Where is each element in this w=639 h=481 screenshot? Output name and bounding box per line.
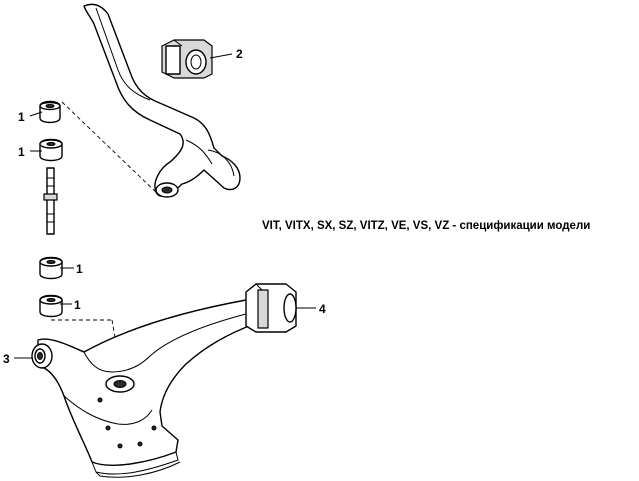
callout-bushing-top-1: 1 xyxy=(18,110,25,124)
stabilizer-bushing xyxy=(161,39,213,79)
callout-arm-rear-bushing: 4 xyxy=(319,302,326,316)
callout-bushing-top-2: 1 xyxy=(18,145,25,159)
stabilizer-link xyxy=(39,100,63,318)
arm-front-bushing xyxy=(31,343,53,369)
stabilizer-bar xyxy=(83,3,241,198)
callout-stabilizer-bushing: 2 xyxy=(236,47,243,61)
callout-bushing-bottom-2: 1 xyxy=(74,298,81,312)
leader-lines xyxy=(14,53,316,359)
arm-rear-bushing xyxy=(245,283,297,333)
model-spec-caption: VIT, VITX, SX, SZ, VITZ, VE, VS, VZ - сп… xyxy=(262,220,591,232)
callout-bushing-bottom-1: 1 xyxy=(76,262,83,276)
lower-control-arm xyxy=(37,299,255,478)
callout-arm-front-bushing: 3 xyxy=(3,352,10,366)
